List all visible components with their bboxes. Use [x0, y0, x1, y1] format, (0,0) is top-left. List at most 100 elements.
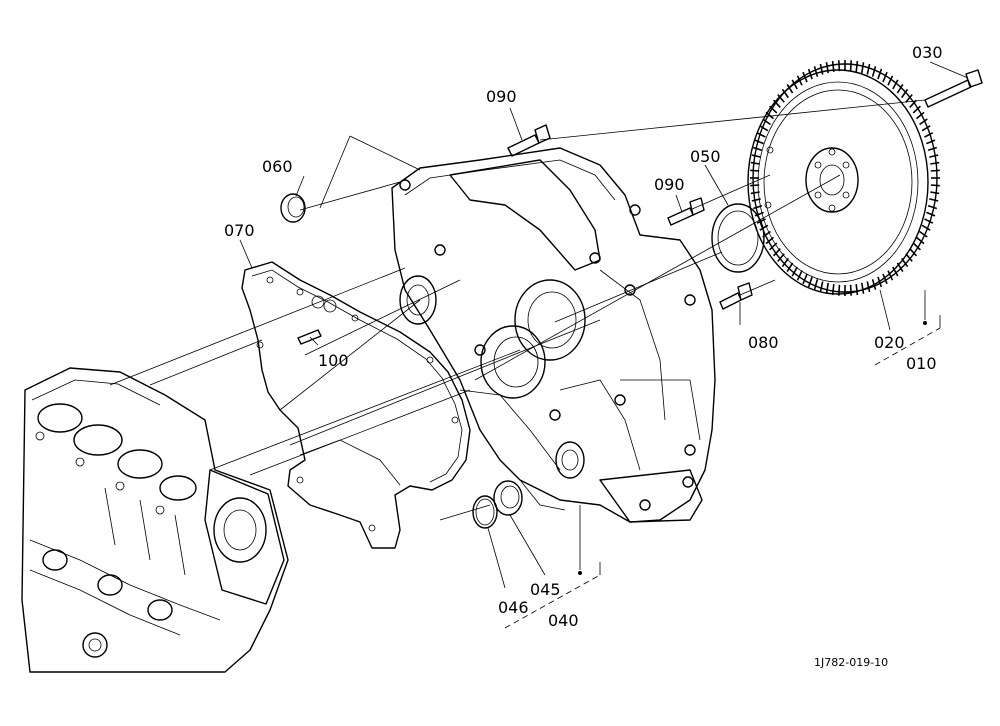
gear-tooth	[926, 211, 936, 217]
gear-tooth	[781, 88, 789, 99]
gear-tooth	[927, 204, 938, 210]
dowel-pin-100	[297, 329, 322, 345]
gear-tooth	[849, 60, 852, 72]
gear-tooth	[807, 276, 813, 288]
gear-tooth	[924, 218, 934, 224]
ring-gear-teeth	[750, 60, 940, 296]
gear-tooth	[756, 218, 766, 224]
callout-050: 050	[690, 147, 721, 166]
gear-tooth	[802, 273, 808, 285]
gear-tooth	[912, 242, 921, 251]
gear-tooth	[882, 71, 888, 83]
gear-tooth	[762, 230, 771, 238]
callout-040: 040	[548, 611, 579, 630]
gear-tooth	[905, 253, 913, 262]
group-brackets	[504, 315, 941, 629]
gear-tooth	[887, 270, 894, 281]
callout-070: 070	[224, 221, 255, 240]
gear-tooth	[781, 257, 789, 268]
gear-tooth	[756, 132, 766, 138]
gear-tooth	[915, 111, 925, 120]
gear-tooth	[762, 118, 771, 126]
gear-tooth	[765, 236, 775, 245]
bolt-030	[924, 69, 983, 108]
flywheel-020	[747, 60, 940, 296]
gear-tooth	[901, 88, 909, 99]
gear-tooth	[750, 191, 760, 195]
gear-tooth	[919, 230, 928, 238]
gear-tooth	[802, 71, 808, 83]
gear-tooth	[825, 282, 829, 294]
gear-tooth	[866, 63, 871, 75]
gear-tooth	[892, 79, 899, 90]
gear-tooth	[877, 276, 883, 288]
gear-tooth	[877, 68, 883, 80]
gear-tooth	[915, 236, 925, 245]
callout-080: 080	[748, 333, 779, 352]
gear-tooth	[831, 284, 835, 296]
leader-lines	[109, 61, 969, 589]
gear-tooth	[825, 62, 829, 74]
gear-tooth	[901, 257, 909, 268]
gear-tooth	[819, 63, 824, 75]
oil-seal-050	[711, 203, 765, 273]
bolt-090-right	[667, 197, 705, 226]
bolt-090-top	[507, 124, 551, 157]
gear-tooth	[930, 191, 940, 195]
gear-tooth	[919, 118, 928, 126]
bolt-080	[719, 282, 753, 310]
gear-tooth	[849, 284, 852, 296]
gear-tooth	[819, 281, 824, 293]
gear-tooth	[896, 262, 904, 273]
gear-tooth	[813, 279, 819, 290]
callout-090-top: 090	[486, 87, 517, 106]
gear-tooth	[930, 161, 940, 165]
callout-100: 100	[318, 351, 349, 370]
gear-tooth	[769, 242, 778, 251]
gear-tooth	[791, 79, 798, 90]
gear-tooth	[930, 169, 940, 172]
gear-tooth	[929, 154, 939, 158]
gear-tooth	[871, 279, 877, 290]
gear-tooth	[796, 75, 803, 86]
gear-tooth	[759, 224, 769, 231]
gear-tooth	[929, 198, 939, 202]
snap-ring-046	[472, 495, 498, 529]
gear-tooth	[892, 266, 899, 277]
gear-tooth	[769, 105, 778, 114]
gear-tooth	[750, 169, 760, 172]
gear-case	[391, 147, 716, 523]
gear-tooth	[807, 68, 813, 80]
gear-tooth	[750, 161, 760, 165]
gasket-070	[241, 261, 471, 549]
gear-tooth	[930, 184, 940, 187]
gear-tooth	[855, 60, 859, 72]
gear-tooth	[924, 132, 934, 138]
gear-tooth	[752, 204, 763, 210]
gear-tooth	[926, 139, 936, 145]
gear-tooth	[796, 270, 803, 281]
gear-tooth	[896, 83, 904, 94]
callout-060: 060	[262, 157, 293, 176]
gear-tooth	[866, 281, 871, 293]
gear-tooth	[909, 248, 917, 257]
gear-tooth	[773, 99, 781, 108]
gear-tooth	[751, 198, 761, 202]
gear-tooth	[773, 248, 781, 257]
gear-tooth	[921, 125, 931, 132]
callout-030: 030	[912, 43, 943, 62]
gear-tooth	[813, 66, 819, 77]
gear-tooth	[831, 60, 835, 72]
gear-tooth	[861, 282, 865, 294]
gear-tooth	[791, 266, 798, 277]
gear-tooth	[861, 62, 865, 74]
gear-tooth	[759, 125, 769, 132]
gear-tooth	[754, 139, 764, 145]
gear-tooth	[905, 94, 913, 103]
gear-tooth	[871, 66, 877, 77]
oil-seal-045	[493, 480, 523, 516]
callout-010: 010	[906, 354, 937, 373]
gear-tooth	[777, 253, 785, 262]
gear-tooth	[838, 284, 841, 296]
gear-tooth	[777, 94, 785, 103]
